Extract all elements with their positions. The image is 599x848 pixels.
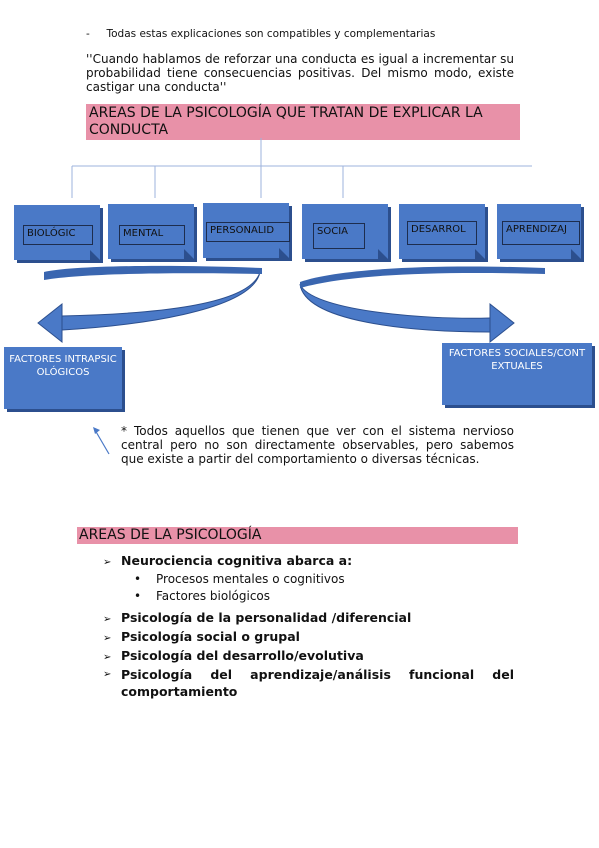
box-aprendizaje-label: APRENDIZAJ bbox=[502, 221, 580, 245]
list-item-label: Psicología de la personalidad /diferenci… bbox=[121, 610, 412, 625]
list-item-label: Psicología del aprendizaje/análisis func… bbox=[121, 667, 514, 699]
sub-list-item: • Factores biológicos bbox=[103, 588, 514, 605]
arrow-bullet-icon: ➢ bbox=[103, 633, 112, 644]
list-item: ➢ Psicología del aprendizaje/análisis fun… bbox=[103, 666, 514, 700]
sub-list-item: • Procesos mentales o cognitivos bbox=[103, 571, 514, 588]
box-personalidad: PERSONALID bbox=[203, 203, 290, 258]
connector-lines bbox=[71, 138, 532, 198]
intro-bullet-dash: - bbox=[86, 28, 90, 40]
dot-bullet-icon: • bbox=[134, 589, 142, 603]
factor-intrapsicologicos: FACTORES INTRAPSICOLÓGICOS bbox=[4, 347, 122, 409]
quote-paragraph: ''Cuando hablamos de reforzar una conduc… bbox=[86, 52, 514, 94]
arrow-bullet-icon: ➢ bbox=[103, 614, 112, 625]
box-fold bbox=[571, 249, 581, 259]
dot-bullet-icon: • bbox=[134, 572, 142, 586]
arrow-bullet-icon: ➢ bbox=[103, 557, 112, 568]
curved-arrows bbox=[37, 265, 545, 344]
box-aprendizaje: APRENDIZAJ bbox=[497, 204, 581, 259]
intro-bullet-text: Todas estas explicaciones son compatible… bbox=[106, 28, 436, 40]
box-mental: MENTAL bbox=[108, 204, 194, 259]
list-item-label: Psicología social o grupal bbox=[121, 629, 300, 644]
areas-list: ➢ Neurociencia cognitiva abarca a: • Proce… bbox=[103, 552, 514, 700]
diagram-title: AREAS DE LA PSICOLOGÍA QUE TRATAN DE EXP… bbox=[86, 104, 520, 140]
factor-sociales-label: FACTORES SOCIALES/CONTEXTUALES bbox=[448, 348, 586, 372]
list-item: ➢ Neurociencia cognitiva abarca a: bbox=[103, 552, 514, 571]
factor-sociales: FACTORES SOCIALES/CONTEXTUALES bbox=[442, 343, 592, 405]
sub-list-item-label: Procesos mentales o cognitivos bbox=[156, 572, 345, 586]
box-mental-label: MENTAL bbox=[119, 225, 185, 245]
diagram-note: * Todos aquellos que tienen que ver con … bbox=[121, 424, 514, 466]
list-item: ➢ Psicología social o grupal bbox=[103, 628, 514, 647]
list-item-label: Neurociencia cognitiva abarca a: bbox=[121, 553, 353, 568]
box-fold bbox=[90, 250, 100, 260]
box-desarrollo: DESARROL bbox=[399, 204, 485, 259]
box-biologic: BIOLÓGIC bbox=[14, 205, 100, 260]
box-desarrollo-label: DESARROL bbox=[407, 221, 477, 245]
list-item: ➢ Psicología de la personalidad /diferenc… bbox=[103, 609, 514, 628]
box-social: SOCIA bbox=[302, 204, 388, 259]
factor-intrapsicologicos-label: FACTORES INTRAPSICOLÓGICOS bbox=[9, 354, 117, 378]
sub-list-item-label: Factores biológicos bbox=[156, 589, 271, 603]
box-biologic-label: BIOLÓGIC bbox=[23, 225, 93, 245]
left-curved-arrow bbox=[37, 265, 262, 344]
box-personalidad-label: PERSONALID bbox=[206, 222, 290, 242]
box-fold bbox=[475, 249, 485, 259]
box-social-label: SOCIA bbox=[313, 223, 365, 249]
box-fold bbox=[279, 248, 289, 258]
arrow-bullet-icon: ➢ bbox=[103, 669, 112, 680]
pointer-arrow-icon bbox=[93, 427, 110, 455]
box-fold bbox=[184, 249, 194, 259]
intro-bullet: - Todas estas explicaciones son compatib… bbox=[86, 28, 526, 40]
list-item: ➢ Psicología del desarrollo/evolutiva bbox=[103, 647, 514, 666]
areas-heading: AREAS DE LA PSICOLOGÍA bbox=[77, 527, 518, 544]
list-item-label: Psicología del desarrollo/evolutiva bbox=[121, 648, 364, 663]
box-fold bbox=[378, 249, 388, 259]
right-curved-arrow bbox=[299, 266, 545, 344]
arrow-bullet-icon: ➢ bbox=[103, 652, 112, 663]
